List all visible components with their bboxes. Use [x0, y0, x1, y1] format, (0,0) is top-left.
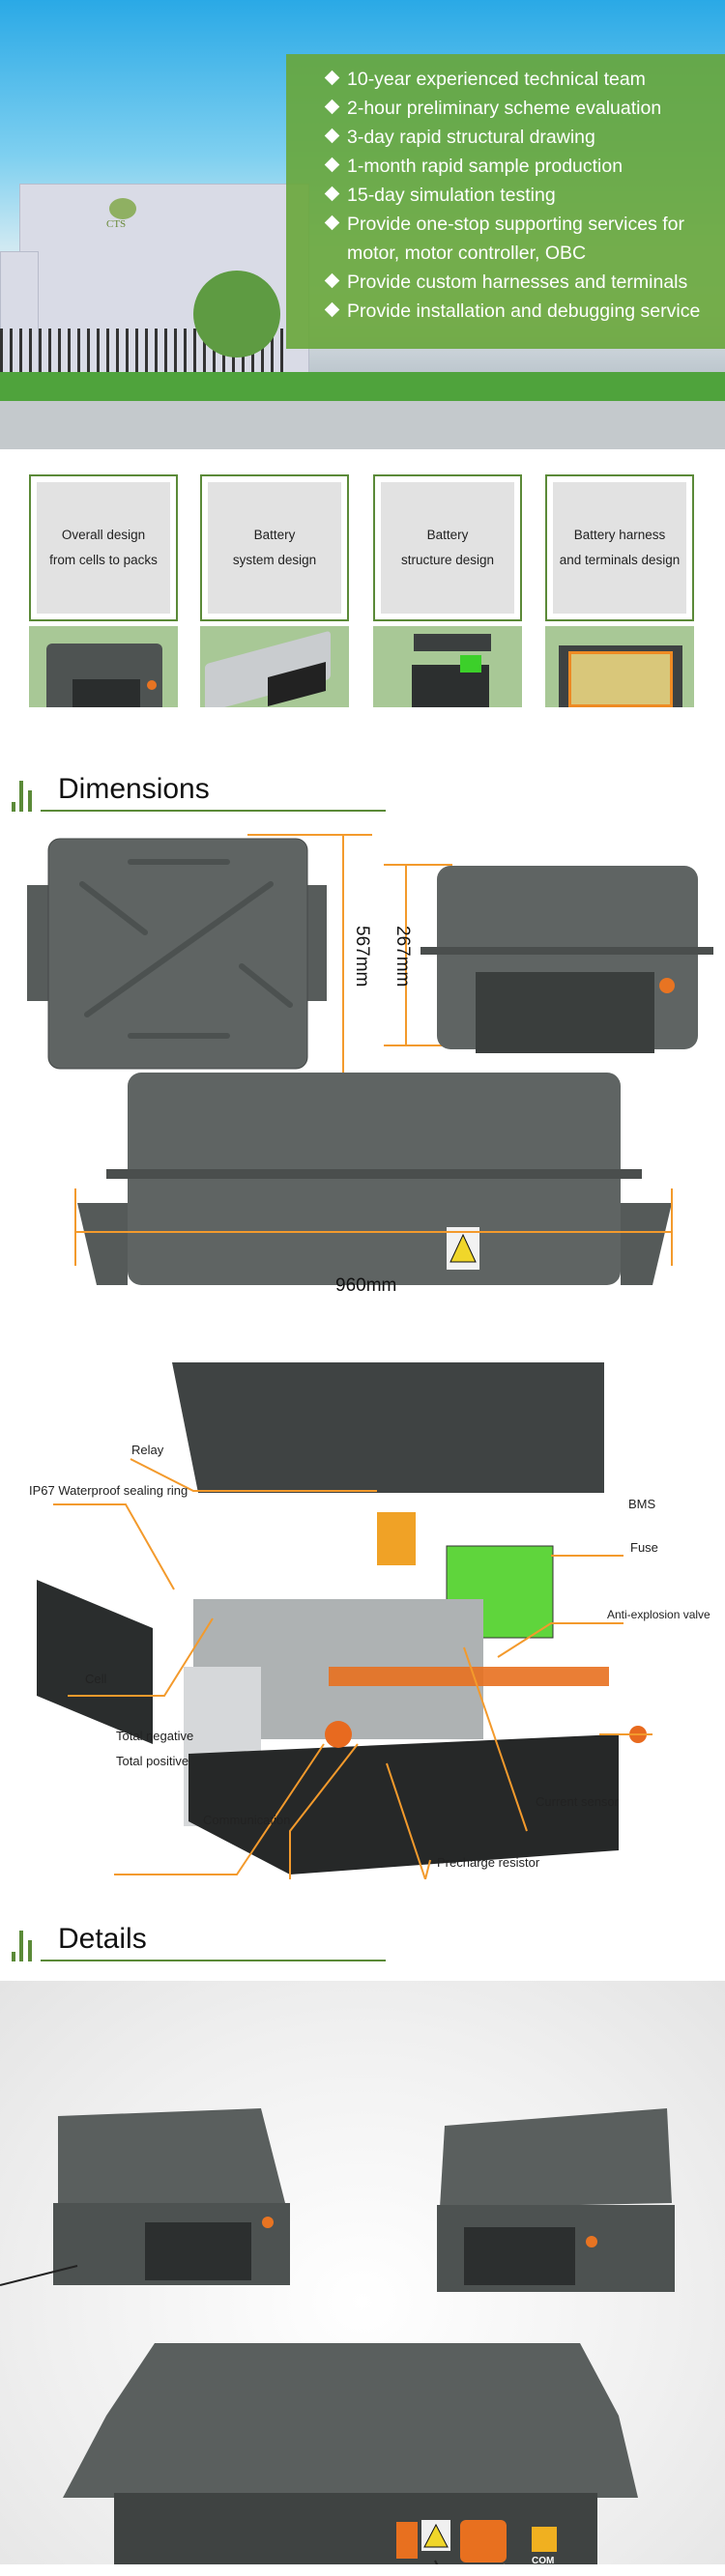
- exploded-structure-thumbnail: [373, 626, 522, 707]
- label-bms: BMS: [628, 1497, 656, 1511]
- road: [0, 401, 725, 449]
- width-label: 960mm: [335, 1275, 397, 1296]
- feature-item-continued: motor, motor controller, OBC: [347, 243, 587, 264]
- length-label: 567mm: [352, 926, 372, 987]
- top-view: [27, 838, 327, 1070]
- section-underline: [41, 1960, 386, 1961]
- section-title: Details: [58, 1923, 147, 1955]
- factory-logo-text: CTS: [106, 218, 127, 230]
- side-view: [420, 866, 713, 1053]
- feature-item: Provide one-stop supporting services for: [324, 214, 684, 236]
- pack-front-view: [63, 2343, 638, 2564]
- diamond-bullet-icon: [324, 215, 340, 231]
- side-panel: [37, 1580, 153, 1744]
- dimensions-heading: Dimensions: [12, 773, 398, 812]
- diamond-bullet-icon: [324, 301, 340, 318]
- diamond-bullet-icon: [324, 128, 340, 144]
- label-current-sensor: Current sensor: [536, 1794, 619, 1809]
- details-photos: [0, 2108, 675, 2564]
- card-title: Battery: [426, 528, 469, 542]
- design-card-structure: Battery structure design: [373, 474, 522, 621]
- exploded-view-diagram: [37, 1362, 652, 1879]
- feature-item: Provide custom harnesses and terminals: [324, 272, 687, 294]
- feature-item: 3-day rapid structural drawing: [324, 127, 595, 149]
- leader-lines: [53, 1458, 652, 1879]
- harness-thumbnail: [545, 626, 694, 707]
- width-dimension-line: [74, 1188, 673, 1266]
- features-panel: 10-year experienced technical team 2-hou…: [286, 54, 725, 349]
- tree: [193, 271, 280, 358]
- lawn: [0, 372, 725, 401]
- card-title: Battery: [253, 528, 296, 542]
- height-label: 267mm: [392, 926, 413, 987]
- label-fuse: Fuse: [630, 1540, 658, 1555]
- details-heading: Details: [12, 1923, 398, 1961]
- connector-plus-label: +: [501, 2561, 508, 2574]
- hero-banner: CTS 10-year experienced technical team 2…: [0, 0, 725, 449]
- diamond-bullet-icon: [324, 70, 340, 86]
- card-subtitle: from cells to packs: [49, 553, 158, 567]
- label-cell: Cell: [85, 1672, 107, 1686]
- feature-item: 15-day simulation testing: [324, 185, 556, 207]
- harness: [329, 1667, 609, 1686]
- height-dimension-line: [384, 864, 452, 1046]
- label-total-positive: Total positive: [116, 1754, 189, 1768]
- feature-item: 10-year experienced technical team: [324, 69, 646, 91]
- label-communication: Communication: [203, 1813, 291, 1827]
- card-subtitle: system design: [232, 553, 317, 567]
- pack-left-view: [0, 2108, 290, 2286]
- feature-item: Provide installation and debugging servi…: [324, 301, 700, 323]
- bms-module-thumbnail: [200, 626, 349, 707]
- design-card-harness: Battery harness and terminals design: [545, 474, 694, 621]
- relay: [377, 1512, 416, 1565]
- label-sealing-ring: IP67 Waterproof sealing ring: [29, 1483, 188, 1498]
- diamond-bullet-icon: [324, 157, 340, 173]
- label-anti-explosion-valve: Anti-explosion valve: [607, 1608, 710, 1621]
- diamond-bullet-icon: [324, 99, 340, 115]
- design-card-system: Battery system design: [200, 474, 349, 621]
- com-label: COM: [532, 2556, 555, 2566]
- orange-connector: [396, 2522, 418, 2559]
- design-card-overall: Overall design from cells to packs: [29, 474, 178, 621]
- pack-right-view: [437, 2108, 675, 2292]
- section-title: Dimensions: [58, 773, 210, 805]
- lid: [172, 1362, 604, 1493]
- label-relay: Relay: [131, 1443, 164, 1457]
- connector-minus-label: -: [467, 2562, 471, 2576]
- label-total-negative: Total negative: [116, 1729, 194, 1743]
- hv-connector: [460, 2520, 507, 2562]
- card-subtitle: and terminals design: [559, 553, 681, 567]
- com-connector: [532, 2527, 557, 2552]
- feature-item: 1-month rapid sample production: [324, 156, 623, 178]
- tray: [188, 1734, 619, 1875]
- section-underline: [41, 810, 386, 812]
- dimension-drawings: [27, 834, 713, 1285]
- card-title: Overall design: [61, 528, 146, 542]
- card-subtitle: structure design: [400, 553, 495, 567]
- diamond-bullet-icon: [324, 186, 340, 202]
- battery-pack-thumbnail: [29, 626, 178, 707]
- label-precharge-resistor: Precharge resistor: [437, 1855, 540, 1870]
- factory-logo-icon: [109, 198, 136, 219]
- diamond-bullet-icon: [324, 272, 340, 289]
- card-title: Battery harness: [573, 528, 666, 542]
- feature-item: 2-hour preliminary scheme evaluation: [324, 98, 661, 120]
